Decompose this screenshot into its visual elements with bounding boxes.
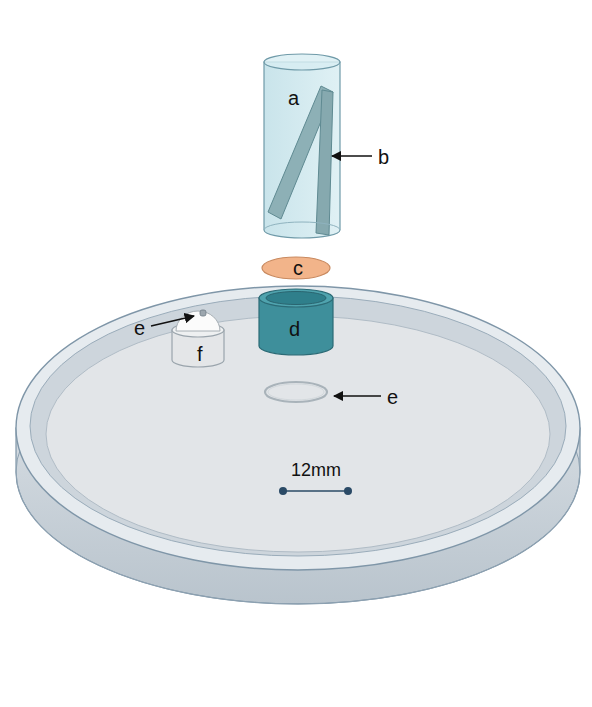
part-label: b [378, 147, 389, 167]
part-label: e [134, 318, 145, 338]
tube-bottom-back [264, 222, 340, 230]
cylinder-opening [266, 292, 326, 305]
ring-inner [268, 384, 324, 400]
leader-arrow [151, 316, 194, 326]
leader-arrow [332, 155, 372, 157]
strip-fold [316, 90, 333, 235]
scale-bar [283, 490, 348, 492]
tube [264, 62, 340, 238]
part-label: f [197, 344, 203, 364]
scale-dot [279, 487, 287, 495]
dish-inner-wall [30, 296, 566, 556]
dimension-label: 12mm [291, 461, 341, 479]
leader-arrow [334, 395, 381, 397]
dish-rim [16, 286, 580, 570]
cylinder-top [259, 289, 333, 307]
part-label: a [288, 88, 299, 108]
tube-top [264, 54, 340, 70]
part-label: c [293, 258, 303, 278]
dome [176, 311, 220, 331]
dome-nub [200, 310, 206, 316]
part-label: e [387, 387, 398, 407]
disc [262, 257, 330, 279]
part-label: d [289, 319, 300, 339]
ring [265, 382, 327, 402]
scale-dot [344, 487, 352, 495]
